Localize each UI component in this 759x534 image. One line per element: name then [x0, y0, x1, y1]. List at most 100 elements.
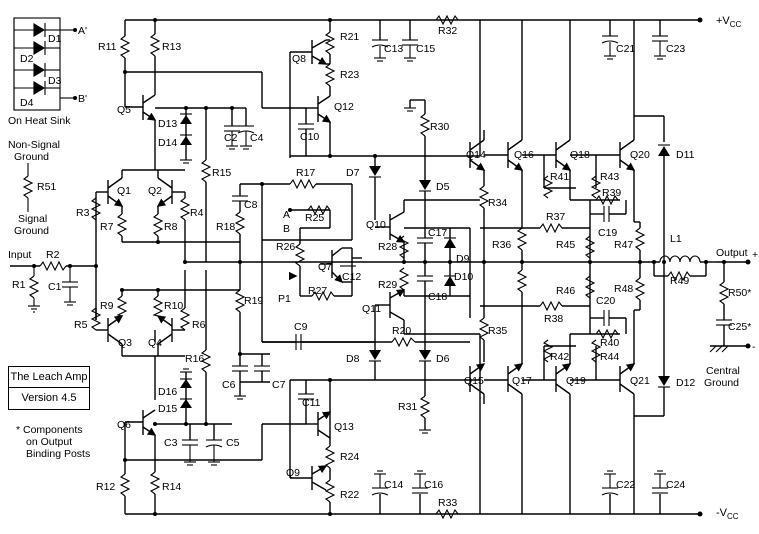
svg-text:Q8: Q8: [292, 53, 306, 65]
svg-text:R6: R6: [192, 319, 206, 331]
svg-text:R45: R45: [556, 239, 575, 251]
svg-text:D8: D8: [346, 353, 360, 365]
svg-text:Q12: Q12: [334, 101, 354, 113]
svg-text:R41: R41: [550, 171, 569, 183]
svg-text:C11: C11: [302, 397, 321, 409]
svg-text:R9: R9: [100, 300, 114, 312]
d3-label: D3: [48, 75, 62, 87]
svg-text:C14: C14: [384, 479, 403, 491]
svg-text:R49: R49: [670, 275, 689, 287]
vas-wiring: [154, 14, 480, 520]
svg-text:C19: C19: [598, 227, 617, 239]
svg-text:D11: D11: [676, 149, 695, 161]
svg-text:R28: R28: [378, 241, 397, 253]
svg-text:R21: R21: [340, 31, 359, 43]
pos-rail-label: +VCC: [716, 15, 742, 29]
r51-resistor: [22, 163, 34, 212]
svg-text:D9: D9: [456, 253, 470, 265]
svg-text:R15: R15: [212, 167, 231, 179]
svg-text:Q10: Q10: [366, 219, 386, 231]
svg-text:R18: R18: [216, 221, 235, 233]
note-line-2: on Output: [26, 436, 73, 448]
svg-text:R40: R40: [600, 337, 619, 349]
svg-text:P1: P1: [278, 293, 291, 305]
svg-text:R27: R27: [308, 285, 327, 297]
signal-ground-1: Signal: [18, 213, 47, 225]
svg-text:C18: C18: [428, 291, 447, 303]
svg-text:C3: C3: [164, 437, 178, 449]
svg-text:Q5: Q5: [117, 104, 131, 116]
svg-text:R14: R14: [162, 481, 181, 493]
a-prime-label: A': [78, 25, 87, 37]
svg-text:R36: R36: [492, 239, 511, 251]
heatsink-caption: On Heat Sink: [8, 115, 71, 127]
d4-label: D4: [20, 97, 34, 109]
svg-text:R24: R24: [340, 451, 359, 463]
svg-text:R7: R7: [100, 221, 114, 233]
svg-text:Q2: Q2: [148, 185, 162, 197]
svg-text:R12: R12: [96, 481, 115, 493]
r51-label: R51: [37, 181, 56, 193]
svg-text:Q9: Q9: [286, 467, 300, 479]
svg-text:R23: R23: [340, 69, 359, 81]
svg-text:Q18: Q18: [570, 149, 590, 161]
svg-text:R39: R39: [602, 187, 621, 199]
output-minus: -: [752, 341, 756, 353]
svg-text:C12: C12: [342, 271, 361, 283]
svg-text:R47: R47: [614, 239, 633, 251]
non-signal-ground-1: Non-Signal: [8, 139, 60, 151]
svg-text:R19: R19: [244, 295, 263, 307]
output-stage-labels: C21 C23 Q14 Q16 Q18 Q20 D11 R41 R43 R39 …: [464, 43, 751, 491]
title-name: The Leach Amp: [10, 371, 88, 383]
neg-rail-label: -VCC: [716, 507, 739, 521]
svg-text:C2: C2: [224, 132, 238, 144]
svg-text:Q14: Q14: [466, 149, 486, 161]
output-stage-wiring: [469, 20, 751, 514]
driver-labels: R30 D7 D5 Q10 R28 C17 D9 D10 R29 C18 Q11…: [346, 121, 473, 413]
svg-text:C6: C6: [222, 379, 236, 391]
input-network: [10, 200, 98, 320]
svg-text:D13: D13: [158, 118, 177, 130]
input-label: Input: [8, 249, 31, 261]
svg-text:D7: D7: [346, 167, 360, 179]
non-signal-ground-2: Ground: [14, 151, 49, 163]
svg-text:R25: R25: [305, 212, 324, 224]
driver-wiring: [240, 99, 640, 434]
note-line-1: * Components: [16, 424, 83, 436]
svg-text:Q3: Q3: [118, 337, 132, 349]
output-label: Output: [716, 247, 748, 259]
svg-text:R16: R16: [185, 353, 204, 365]
title-version: Version 4.5: [21, 392, 77, 404]
svg-text:R32: R32: [438, 25, 457, 37]
svg-text:R31: R31: [398, 401, 417, 413]
r1-label: R1: [12, 279, 26, 291]
svg-text:R50*: R50*: [728, 287, 751, 299]
svg-text:Q11: Q11: [362, 303, 381, 315]
svg-text:R22: R22: [340, 489, 359, 501]
svg-text:C5: C5: [226, 437, 240, 449]
svg-text:C25*: C25*: [728, 321, 751, 333]
heatsink-diode-bridge: [13, 17, 77, 111]
svg-text:Q13: Q13: [334, 421, 354, 433]
svg-text:R20: R20: [392, 325, 411, 337]
vas-labels: Q8 R21 R23 R32 C13 C15 Q12 C10 R17 C8 R1…: [216, 25, 457, 509]
svg-text:R17: R17: [296, 167, 315, 179]
svg-text:D10: D10: [454, 271, 473, 283]
svg-text:C15: C15: [416, 43, 435, 55]
svg-text:Q20: Q20: [630, 149, 650, 161]
svg-text:A: A: [283, 209, 290, 221]
svg-text:Q17: Q17: [512, 375, 532, 387]
svg-text:C4: C4: [250, 132, 264, 144]
svg-text:L1: L1: [670, 233, 682, 245]
svg-text:Q6: Q6: [117, 419, 131, 431]
central-ground-1: Central: [706, 365, 740, 377]
svg-text:R3: R3: [76, 207, 90, 219]
svg-text:C22: C22: [616, 479, 635, 491]
central-ground-2: Ground: [704, 377, 739, 389]
svg-text:D15: D15: [158, 403, 177, 415]
input-stage-wiring: [90, 18, 306, 516]
note-line-3: Binding Posts: [26, 448, 91, 460]
svg-text:R26: R26: [276, 241, 295, 253]
d2-label: D2: [20, 53, 34, 65]
svg-text:R42: R42: [550, 351, 569, 363]
